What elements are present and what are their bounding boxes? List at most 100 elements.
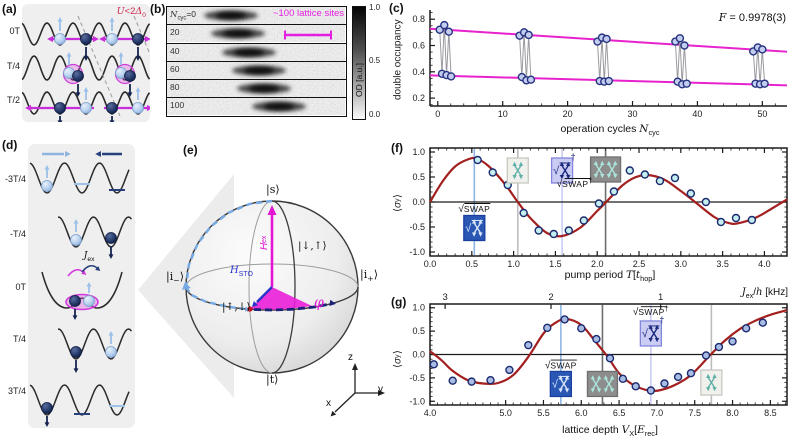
f-xlabel: pump period T[thop]	[564, 269, 656, 284]
svg-text:0.0: 0.0	[412, 197, 425, 207]
time-label-T4: T/4	[6, 61, 20, 71]
gate-box-darkgray	[586, 370, 619, 398]
c-ylabel: double occupancy	[392, 19, 404, 101]
axis-x-label: x	[326, 398, 331, 409]
svg-text:8.0: 8.0	[726, 408, 739, 418]
svg-text:7.0: 7.0	[651, 408, 664, 418]
svg-text:4.0: 4.0	[424, 408, 437, 418]
svg-text:√: √	[553, 165, 560, 177]
od-row: 20	[167, 25, 346, 44]
svg-text:√: √	[465, 223, 472, 235]
svg-text:5.0: 5.0	[499, 408, 512, 418]
fidelity-note: F = 0.9978(3)	[718, 11, 786, 24]
od-row: 100	[167, 98, 346, 116]
svg-text:7.5: 7.5	[688, 408, 701, 418]
ncyc-label: 20	[170, 27, 180, 38]
axis-y-label: y	[378, 384, 383, 395]
svg-text:6.5: 6.5	[613, 408, 626, 418]
state-down-up: |↓,↑⟩	[298, 240, 327, 252]
svg-text:0.0: 0.0	[412, 350, 425, 360]
ncyc-label: 40	[170, 45, 180, 56]
lattice-pumping-schematic	[22, 4, 150, 122]
dark-atom	[54, 102, 66, 114]
data-points	[429, 315, 767, 395]
od-row: 40	[167, 43, 346, 62]
svg-text:1.0: 1.0	[412, 147, 425, 157]
colorbar-tick-max: 1.0	[369, 3, 381, 12]
colorbar-title: OD [a.u.]	[354, 63, 364, 98]
svg-text:3: 3	[442, 292, 447, 303]
time-label-T4b: T/4	[12, 334, 26, 344]
dark-atom	[41, 402, 53, 414]
panel-g-letter: (g)	[391, 295, 407, 309]
gate-box-darkgray	[589, 156, 622, 183]
svg-text:1.0: 1.0	[412, 303, 425, 313]
panel-a-letter: (a)	[2, 2, 17, 16]
light-atom	[105, 346, 117, 358]
gate-box-lavender: √†	[550, 152, 576, 184]
gate-box-blue: √	[463, 214, 486, 242]
chart-lattice-depth: 4.0 5.0 5.5 6.0 6.5 7.0 7.5 8.0 8.5 -1.0 -0.5 0.0 0.…	[409, 292, 788, 418]
svg-text:8.5: 8.5	[764, 408, 777, 418]
svg-text:10: 10	[498, 109, 508, 119]
gate-box-lightgray	[506, 157, 529, 184]
state-triplet: |t⟩	[266, 373, 279, 386]
scale-label: ~100 lattice sites	[272, 8, 344, 19]
c-xlabel: operation cycles Ncyc	[560, 123, 660, 138]
panel-d-letter: (d)	[2, 138, 18, 152]
svg-text:0.5: 0.5	[466, 259, 479, 269]
ncyc-label: 100	[170, 100, 185, 111]
od-image-stack: Ncyc=0 20 40 60 80 100	[166, 6, 347, 117]
state-i-plus: |i+⟩	[360, 268, 378, 284]
light-atom	[106, 33, 118, 45]
time-label-T2: T/2	[6, 95, 20, 105]
od-row: 80	[167, 80, 346, 99]
dark-atom	[124, 70, 136, 82]
svg-text:1.5: 1.5	[549, 259, 562, 269]
light-atom	[41, 180, 53, 192]
svg-text:2.0: 2.0	[591, 259, 604, 269]
svg-text:†: †	[571, 152, 576, 162]
svg-text:√: √	[642, 328, 649, 340]
h-sto-vector	[256, 286, 273, 303]
panel-f-letter: (f)	[391, 141, 403, 155]
phi-label: φ	[314, 295, 324, 311]
svg-text:√: √	[552, 378, 559, 390]
dark-atom	[70, 346, 82, 358]
od-colorbar	[352, 6, 366, 120]
time-label-0T: 0T	[9, 26, 20, 36]
gate-box-lightgray	[700, 369, 723, 396]
light-atom	[70, 234, 82, 246]
svg-text:30: 30	[628, 109, 638, 119]
dark-atom	[80, 33, 92, 45]
data-points	[435, 20, 769, 89]
panel-e-letter: (e)	[183, 143, 198, 157]
svg-text:0: 0	[435, 109, 440, 119]
svg-text:-1.0: -1.0	[409, 396, 425, 406]
svg-text:0.4: 0.4	[412, 67, 425, 77]
gate-label: √SWAP†	[633, 304, 669, 318]
svg-text:0.2: 0.2	[412, 93, 425, 103]
svg-text:0.5: 0.5	[412, 326, 425, 336]
svg-text:0.5: 0.5	[412, 172, 425, 182]
light-atom	[132, 102, 144, 114]
gate-label: √SWAP	[545, 360, 577, 372]
svg-text:1: 1	[658, 292, 663, 303]
dark-atom	[69, 295, 81, 307]
phi-wedge	[250, 287, 312, 310]
time-label-3T4: 3T/4	[7, 386, 26, 396]
svg-text:-0.5: -0.5	[409, 373, 425, 383]
axis-z-label: z	[348, 352, 353, 363]
svg-text:6.0: 6.0	[575, 408, 588, 418]
gate-label: √SWAP	[458, 203, 490, 215]
svg-text:40: 40	[692, 109, 702, 119]
light-atom	[54, 33, 66, 45]
svg-text:5.5: 5.5	[537, 408, 550, 418]
interaction-annotation: U<2Δ0	[116, 6, 146, 19]
dark-atom	[105, 232, 117, 244]
exchange-coupling-label: Jex	[83, 250, 95, 263]
